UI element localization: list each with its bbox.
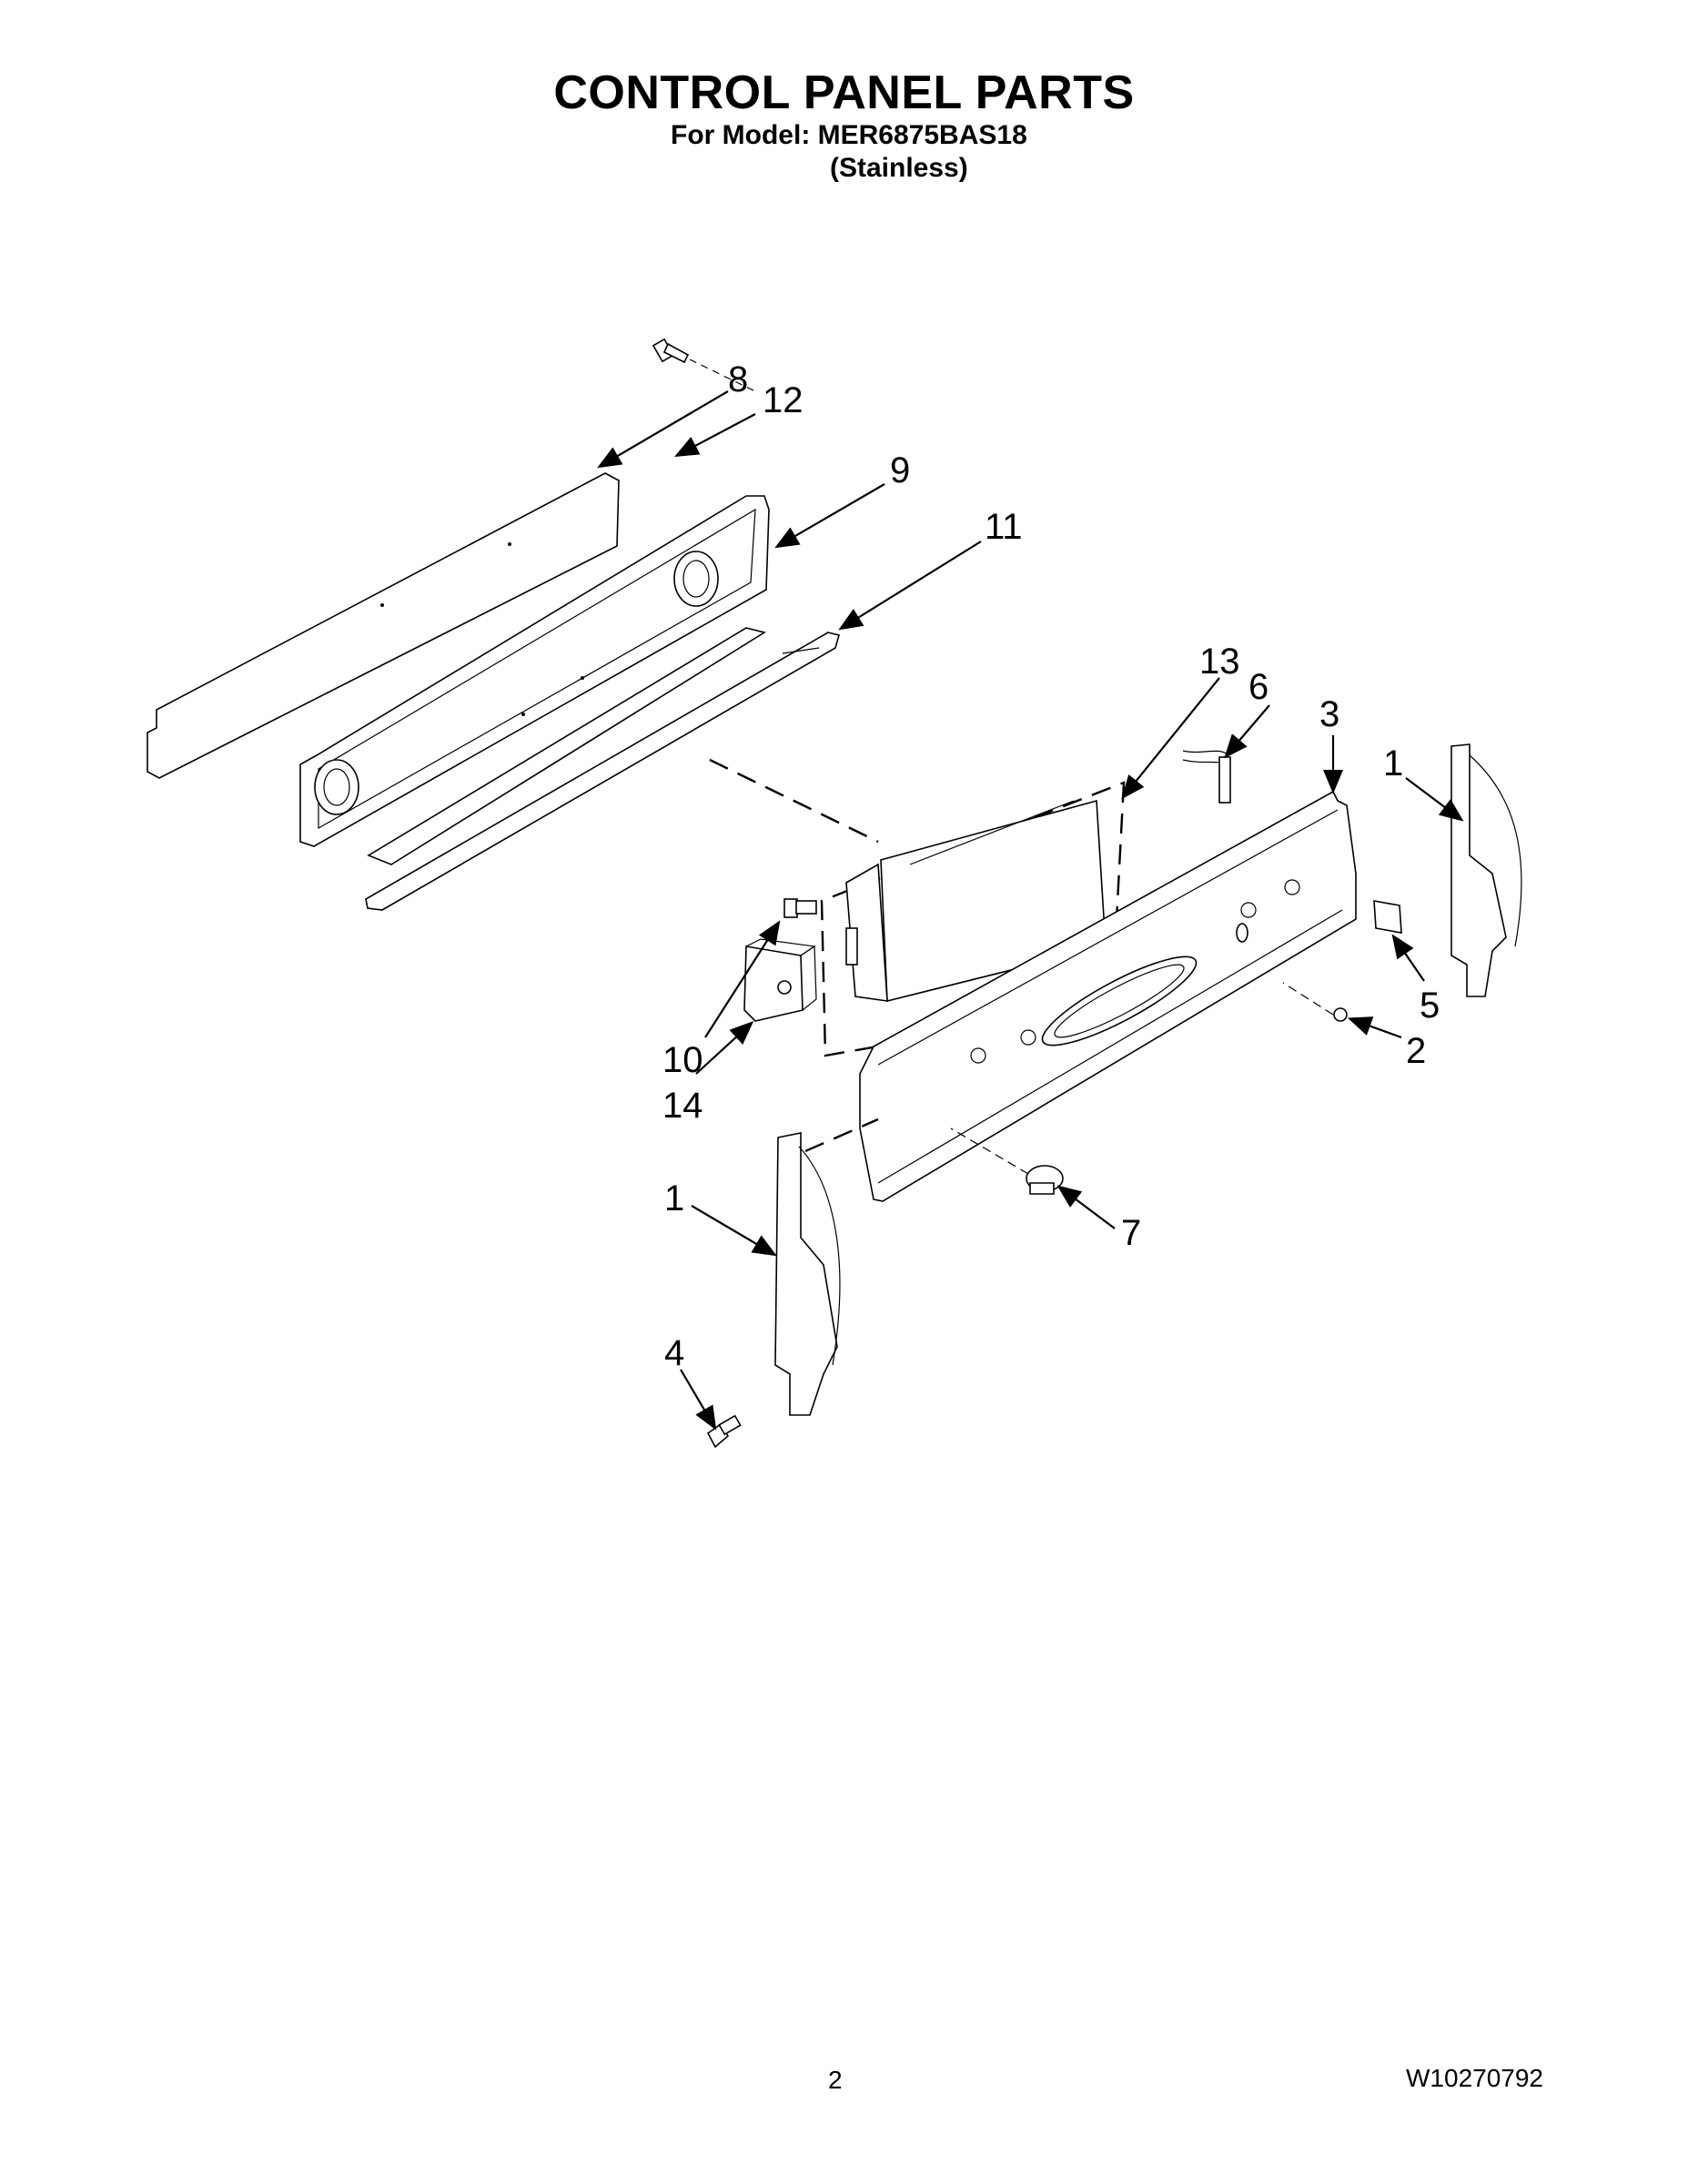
document-code: W10270792: [1406, 2064, 1544, 2092]
callout-8: 8: [728, 359, 748, 399]
part-1-end-cap-left: [774, 1117, 879, 1416]
part-5-switch: [1373, 900, 1402, 934]
part-4-screw: [706, 1414, 742, 1449]
part-2-screw: [1282, 982, 1348, 1022]
callout-11: 11: [985, 507, 1023, 547]
part-9-panel-housing: [299, 495, 770, 865]
finish-line: (Stainless): [830, 153, 968, 183]
callout-leaders: [597, 390, 1464, 1431]
callout-10: 10: [662, 1040, 703, 1080]
callout-3: 3: [1319, 694, 1339, 734]
part-7-knob: [950, 1127, 1064, 1195]
part-3-console-panel: [859, 790, 1357, 1202]
callout-12: 12: [763, 380, 804, 420]
callout-1-left: 1: [664, 1178, 684, 1218]
part-14-switch-block: [743, 938, 817, 1022]
part-10-screw: [783, 898, 817, 918]
model-line: For Model: MER6875BAS18: [671, 120, 1027, 150]
callout-2: 2: [1406, 1031, 1426, 1071]
callout-7: 7: [1121, 1213, 1141, 1253]
part-1-end-cap-right: [1450, 743, 1522, 997]
callout-4: 4: [664, 1333, 684, 1373]
callout-6: 6: [1248, 667, 1269, 707]
page-title: CONTROL PANEL PARTS: [553, 66, 1135, 119]
part-12-screw: [652, 338, 756, 392]
callout-1-right: 1: [1383, 743, 1403, 784]
callout-5: 5: [1420, 986, 1440, 1026]
page-number: 2: [828, 2066, 843, 2094]
part-11-bracket-strip: [365, 632, 840, 911]
part-6-wire-harness: [1182, 750, 1231, 804]
callout-14: 14: [662, 1086, 703, 1126]
part-8-rear-shield: [147, 472, 620, 779]
callout-9: 9: [890, 450, 910, 490]
callout-13: 13: [1199, 642, 1240, 682]
